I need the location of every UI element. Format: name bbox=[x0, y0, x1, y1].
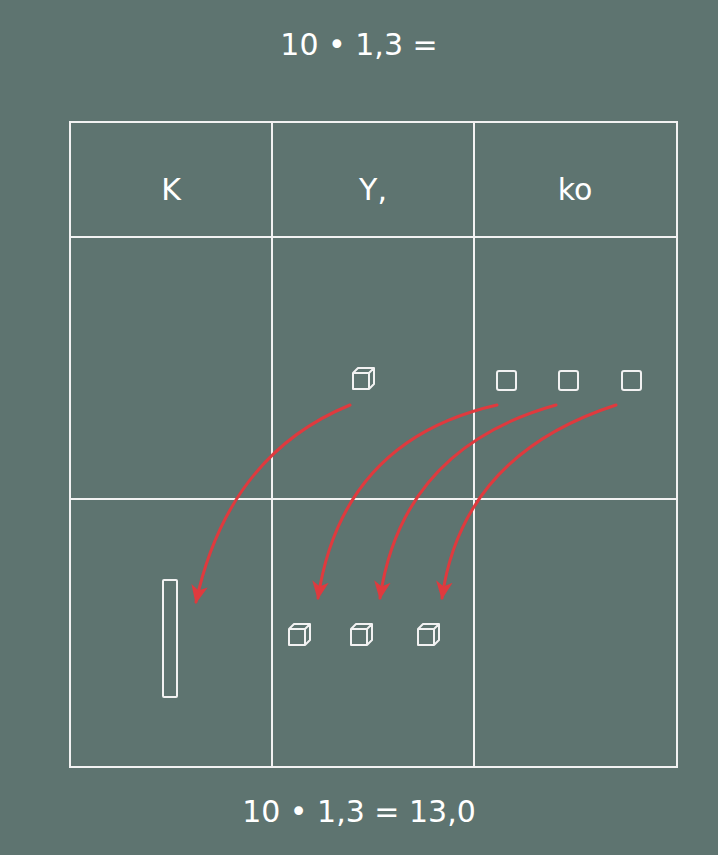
row-line bbox=[70, 236, 677, 238]
unit-cube bbox=[418, 624, 439, 645]
column-line bbox=[271, 122, 273, 767]
row-line bbox=[70, 498, 677, 500]
equation-title: 10 • 1,3 = bbox=[280, 28, 437, 63]
shift-arrow bbox=[318, 405, 497, 598]
unit-cube bbox=[289, 624, 310, 645]
tenth-square bbox=[622, 371, 641, 390]
unit-cube bbox=[351, 624, 372, 645]
table-border bbox=[70, 122, 677, 767]
shift-arrow bbox=[380, 405, 556, 598]
tenth-square bbox=[559, 371, 578, 390]
blocks bbox=[163, 368, 641, 697]
ten-rod bbox=[163, 580, 177, 697]
equation-result: 10 • 1,3 = 13,0 bbox=[242, 795, 476, 830]
unit-cube bbox=[353, 368, 374, 389]
shift-arrows bbox=[196, 405, 616, 602]
place-value-table bbox=[70, 122, 677, 767]
shift-arrow bbox=[442, 405, 616, 598]
column-heading: K bbox=[161, 173, 181, 208]
tenth-square bbox=[497, 371, 516, 390]
column-heading: ko bbox=[558, 173, 593, 208]
column-heading: Y, bbox=[359, 173, 387, 208]
column-line bbox=[473, 122, 475, 767]
shift-arrow bbox=[196, 405, 350, 602]
